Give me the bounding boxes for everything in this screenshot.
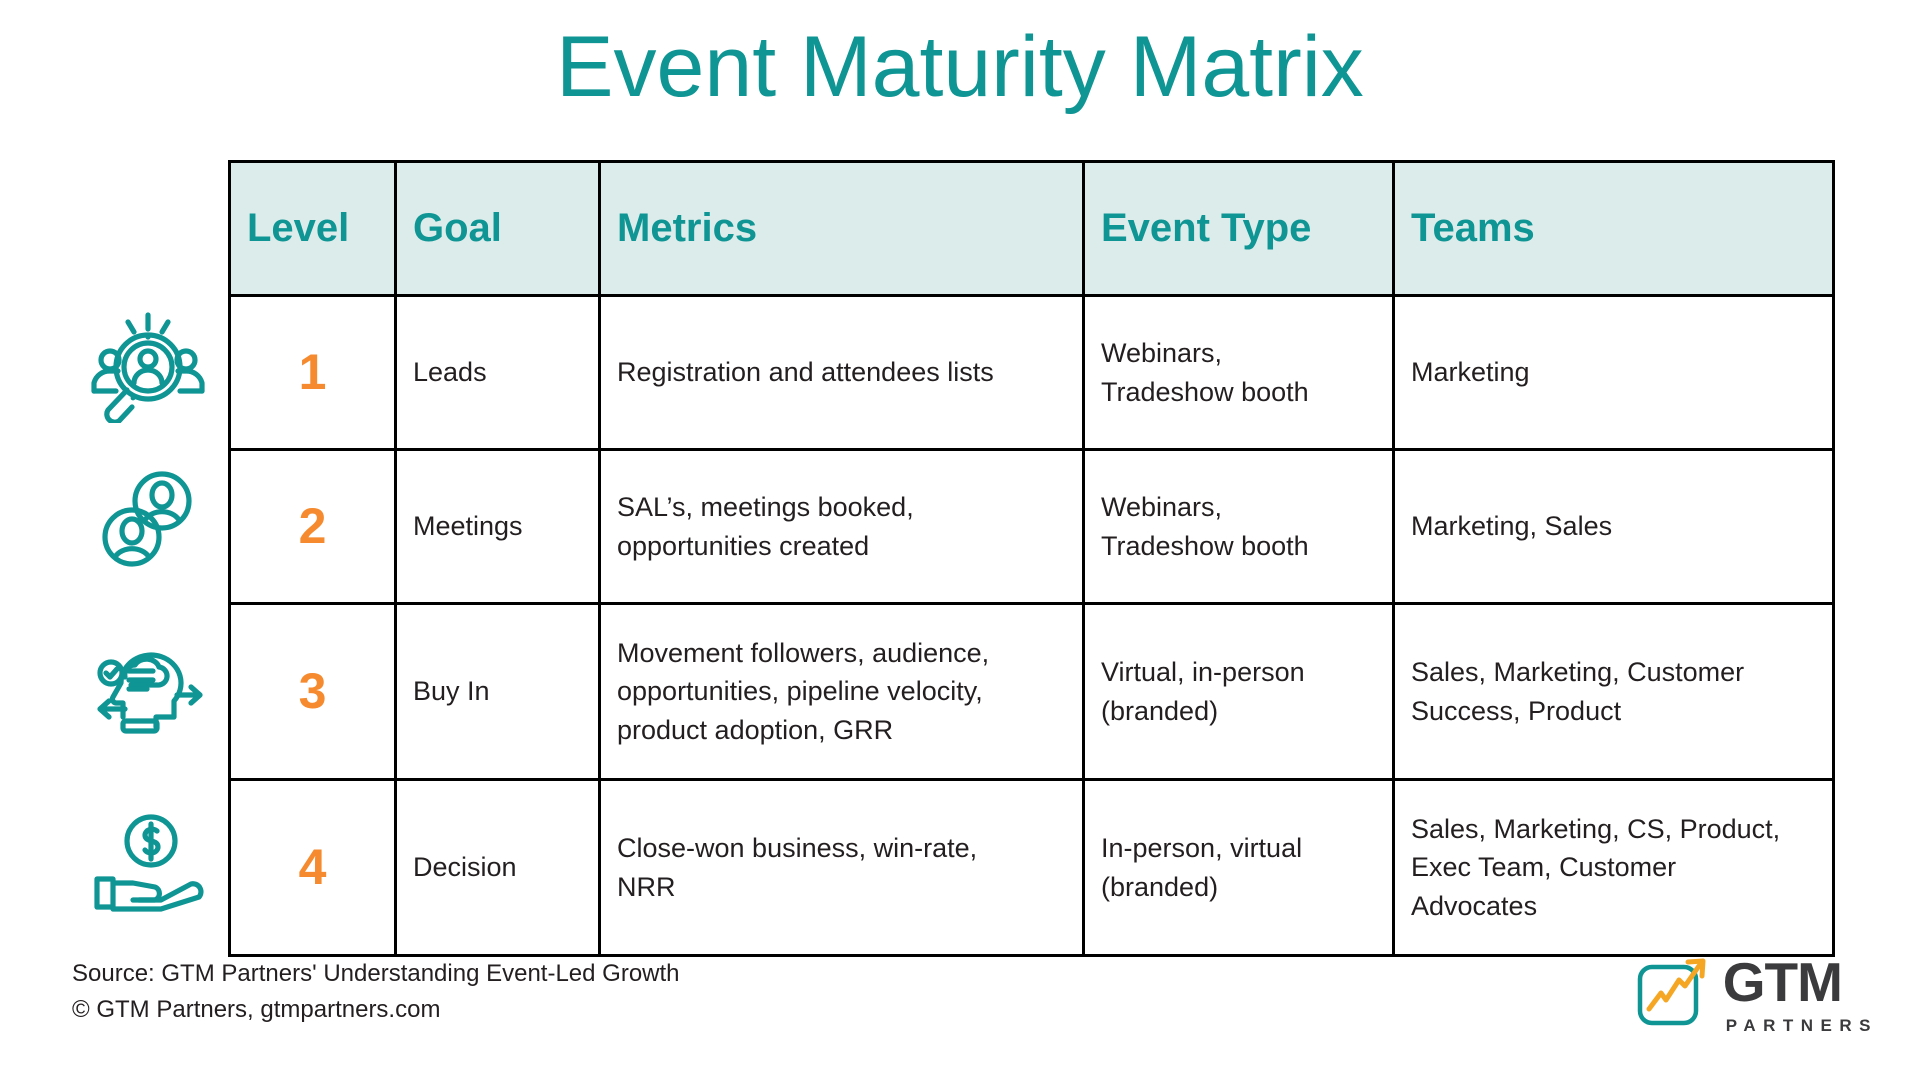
- column-header-metrics: Metrics: [598, 160, 1085, 297]
- level-icon-rail: [60, 290, 235, 950]
- table-row: 3 Buy In Movement followers, audience,op…: [228, 602, 1835, 781]
- table-row: 1 Leads Registration and attendees lists…: [228, 294, 1835, 451]
- cell-teams: Marketing: [1392, 294, 1835, 451]
- table-row: 4 Decision Close-won business, win-rate,…: [228, 778, 1835, 957]
- cell-metrics: Close-won business, win-rate,NRR: [598, 778, 1085, 957]
- money-hand-icon: [60, 774, 235, 950]
- lead-search-icon: [60, 290, 235, 444]
- table-row: 2 Meetings SAL’s, meetings booked,opport…: [228, 448, 1835, 605]
- source-attribution: Source: GTM Partners' Understanding Even…: [72, 956, 680, 1028]
- cell-goal: Meetings: [394, 448, 601, 605]
- cell-event-type: Virtual, in-person(branded): [1082, 602, 1395, 781]
- cell-goal: Leads: [394, 294, 601, 451]
- column-header-event-type: Event Type: [1082, 160, 1395, 297]
- page-title: Event Maturity Matrix: [556, 19, 1364, 115]
- gtm-partners-logo: GTM PARTNERS: [1635, 953, 1878, 1036]
- event-maturity-matrix: Level Goal Metrics Event Type Teams 1 Le…: [228, 160, 1835, 957]
- cell-goal: Decision: [394, 778, 601, 957]
- column-header-level: Level: [228, 160, 397, 297]
- decision-head-icon: [60, 598, 235, 774]
- cell-event-type: Webinars,Tradeshow booth: [1082, 448, 1395, 605]
- cell-metrics: Movement followers, audience,opportuniti…: [598, 602, 1085, 781]
- cell-level: 3: [228, 602, 397, 781]
- table-header-row: Level Goal Metrics Event Type Teams: [228, 160, 1835, 297]
- cell-goal: Buy In: [394, 602, 601, 781]
- cell-level: 4: [228, 778, 397, 957]
- two-people-icon: [60, 444, 235, 598]
- matrix-table: Level Goal Metrics Event Type Teams 1 Le…: [228, 160, 1835, 957]
- cell-level: 2: [228, 448, 397, 605]
- cell-metrics: Registration and attendees lists: [598, 294, 1085, 451]
- cell-level: 1: [228, 294, 397, 451]
- logo-wordmark: GTM PARTNERS: [1722, 951, 1878, 1035]
- column-header-teams: Teams: [1392, 160, 1835, 297]
- cell-event-type: Webinars,Tradeshow booth: [1082, 294, 1395, 451]
- cell-metrics: SAL’s, meetings booked,opportunities cre…: [598, 448, 1085, 605]
- cell-teams: Sales, Marketing, CS, Product,Exec Team,…: [1392, 778, 1835, 957]
- logo-secondary-text: PARTNERS: [1725, 1016, 1878, 1035]
- growth-chart-icon: [1635, 953, 1713, 1036]
- copyright-line: © GTM Partners, gtmpartners.com: [72, 996, 441, 1023]
- cell-event-type: In-person, virtual(branded): [1082, 778, 1395, 957]
- source-line: Source: GTM Partners' Understanding Even…: [72, 960, 680, 987]
- logo-primary-text: GTM: [1722, 951, 1843, 1013]
- cell-teams: Marketing, Sales: [1392, 448, 1835, 605]
- column-header-goal: Goal: [394, 160, 601, 297]
